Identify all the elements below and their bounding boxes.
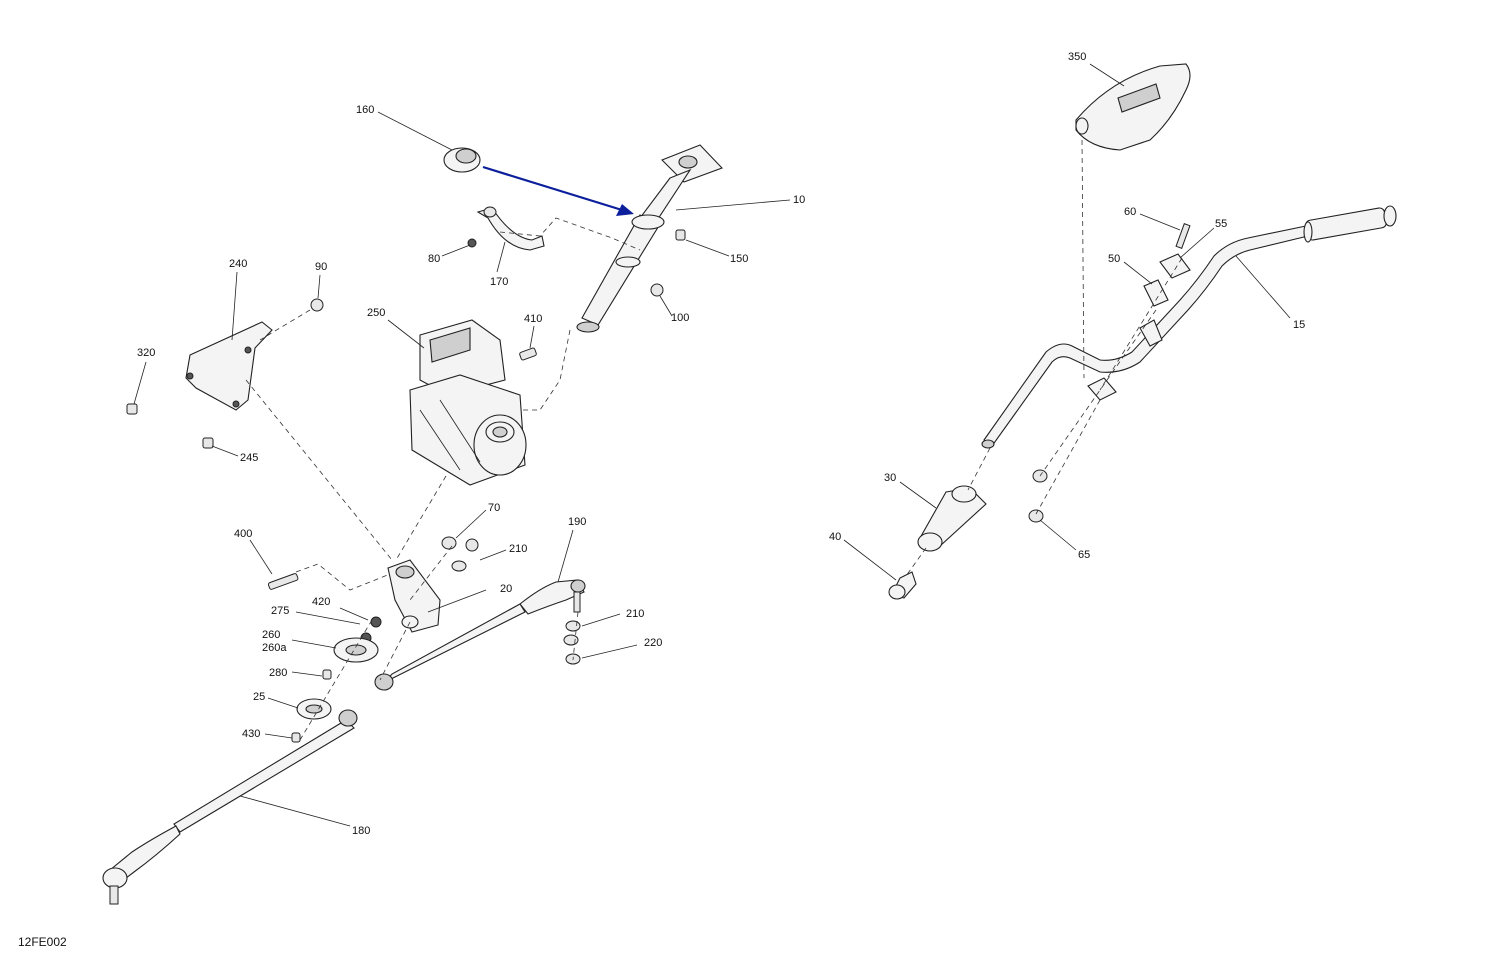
- label-100: 100: [671, 312, 689, 324]
- label-15: 15: [1293, 319, 1305, 331]
- label-40: 40: [829, 531, 841, 543]
- assembly-lines-right: [905, 139, 1183, 577]
- label-320: 320: [137, 347, 155, 359]
- label-275: 275: [271, 605, 289, 617]
- hardware-left: [126, 229, 686, 743]
- leaders-left: [133, 111, 791, 827]
- label-90: 90: [315, 261, 327, 273]
- drawing-reference-code: 12FE002: [18, 935, 67, 949]
- label-260: 260: [262, 629, 280, 641]
- label-180: 180: [352, 825, 370, 837]
- label-260a: 260a: [262, 642, 287, 654]
- label-240: 240: [229, 258, 247, 270]
- label-80: 80: [428, 253, 440, 265]
- label-65: 65: [1078, 549, 1090, 561]
- label-25: 25: [253, 691, 265, 703]
- label-20: 20: [500, 583, 512, 595]
- label-55: 55: [1215, 218, 1227, 230]
- label-210-lower: 210: [626, 608, 644, 620]
- tie-rod-180-part: [102, 709, 358, 905]
- grip-30-part: [917, 485, 987, 552]
- direction-arrow: [482, 165, 634, 216]
- pitman-arm-part: [387, 559, 441, 633]
- handlebar-part: [981, 205, 1397, 449]
- plate-260-part: [333, 637, 379, 663]
- label-150: 150: [730, 253, 748, 265]
- clamp-170-part: [476, 206, 545, 251]
- leaders-right: [843, 63, 1291, 581]
- label-430: 430: [242, 728, 260, 740]
- label-245: 245: [240, 452, 258, 464]
- end-plug-40-part: [888, 571, 917, 600]
- label-410: 410: [524, 313, 542, 325]
- label-350: 350: [1068, 51, 1086, 63]
- hardware-right: [1028, 223, 1191, 523]
- bushing-160-part: [443, 147, 481, 173]
- bracket-240-part: [185, 321, 273, 411]
- label-50: 50: [1108, 253, 1120, 265]
- tie-rod-190-part: [374, 579, 586, 691]
- label-160: 160: [356, 104, 374, 116]
- label-400: 400: [234, 528, 252, 540]
- label-220: 220: [644, 637, 662, 649]
- steering-column-part: [576, 144, 723, 333]
- handlebar-cover-part: [1075, 63, 1191, 151]
- label-10: 10: [793, 194, 805, 206]
- assembly-lines-left: [245, 217, 641, 741]
- label-60: 60: [1124, 206, 1136, 218]
- label-190: 190: [568, 516, 586, 528]
- callout-labels: 160 10 80 170 150 90 240 320 245 250 410…: [18, 51, 1305, 949]
- label-210-upper: 210: [509, 543, 527, 555]
- label-30: 30: [884, 472, 896, 484]
- label-420: 420: [312, 596, 330, 608]
- seal-25-part: [296, 698, 332, 720]
- label-250: 250: [367, 307, 385, 319]
- steering-gearbox-part: [409, 319, 527, 486]
- label-280: 280: [269, 667, 287, 679]
- label-170: 170: [490, 276, 508, 288]
- label-70: 70: [488, 502, 500, 514]
